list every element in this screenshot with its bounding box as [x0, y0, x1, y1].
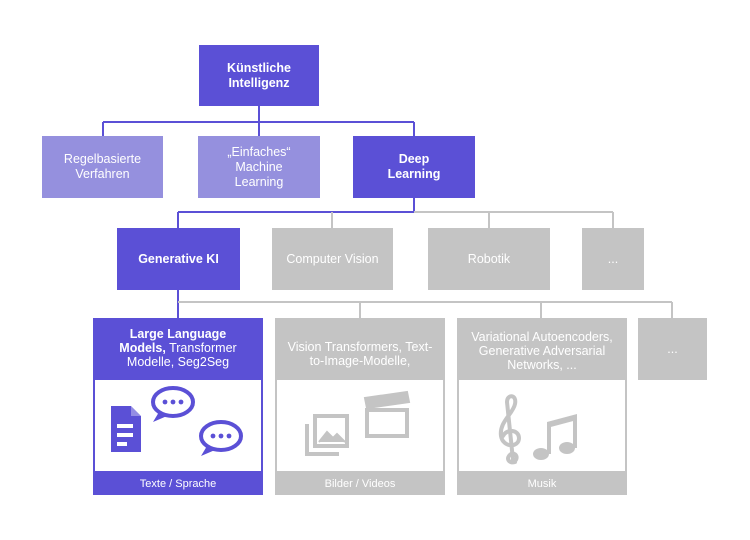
card-variational-autoencoders: Variational Autoencoders, Generative Adv…	[457, 318, 627, 495]
clapperboard-icon	[363, 390, 411, 438]
node-regelbasierte-verfahren: Regelbasierte Verfahren	[42, 136, 163, 198]
card-llm-footer: Texte / Sprache	[139, 478, 217, 490]
node-einfaches-machine-learning: „Einfaches“ Machine Learning	[198, 136, 320, 198]
card-audio-heading: Variational Autoencoders, Generative Adv…	[471, 330, 613, 372]
treble-clef-icon	[498, 394, 522, 465]
card-llm-heading: Large Language Models, Transformer Model…	[119, 327, 237, 369]
document-icon	[111, 406, 141, 452]
node-kuenstliche-intelligenz: Künstliche Intelligenz	[199, 45, 319, 106]
card-audio-footer: Musik	[527, 478, 557, 490]
image-icon	[305, 414, 349, 456]
card-vision-icons	[275, 378, 445, 473]
card-vision-heading: Vision Transformers, Text- to-Image-Mode…	[287, 340, 433, 368]
node-generative-ki: Generative KI	[117, 228, 240, 290]
card-audio-icons	[457, 378, 627, 473]
music-note-icon	[533, 414, 577, 460]
speech-bubble-icon	[151, 386, 195, 422]
card-vision-footer: Bilder / Videos	[324, 478, 396, 490]
node-computer-vision: Computer Vision	[272, 228, 393, 290]
node-more-level3: ...	[638, 318, 707, 380]
node-deep-learning: Deep Learning	[353, 136, 475, 198]
node-robotik: Robotik	[428, 228, 550, 290]
card-large-language-models: Large Language Models, Transformer Model…	[93, 318, 263, 495]
speech-bubble-icon	[199, 420, 243, 456]
card-llm-icons	[93, 378, 263, 473]
card-vision-transformers: Vision Transformers, Text- to-Image-Mode…	[275, 318, 445, 495]
node-more-level2: ...	[582, 228, 644, 290]
